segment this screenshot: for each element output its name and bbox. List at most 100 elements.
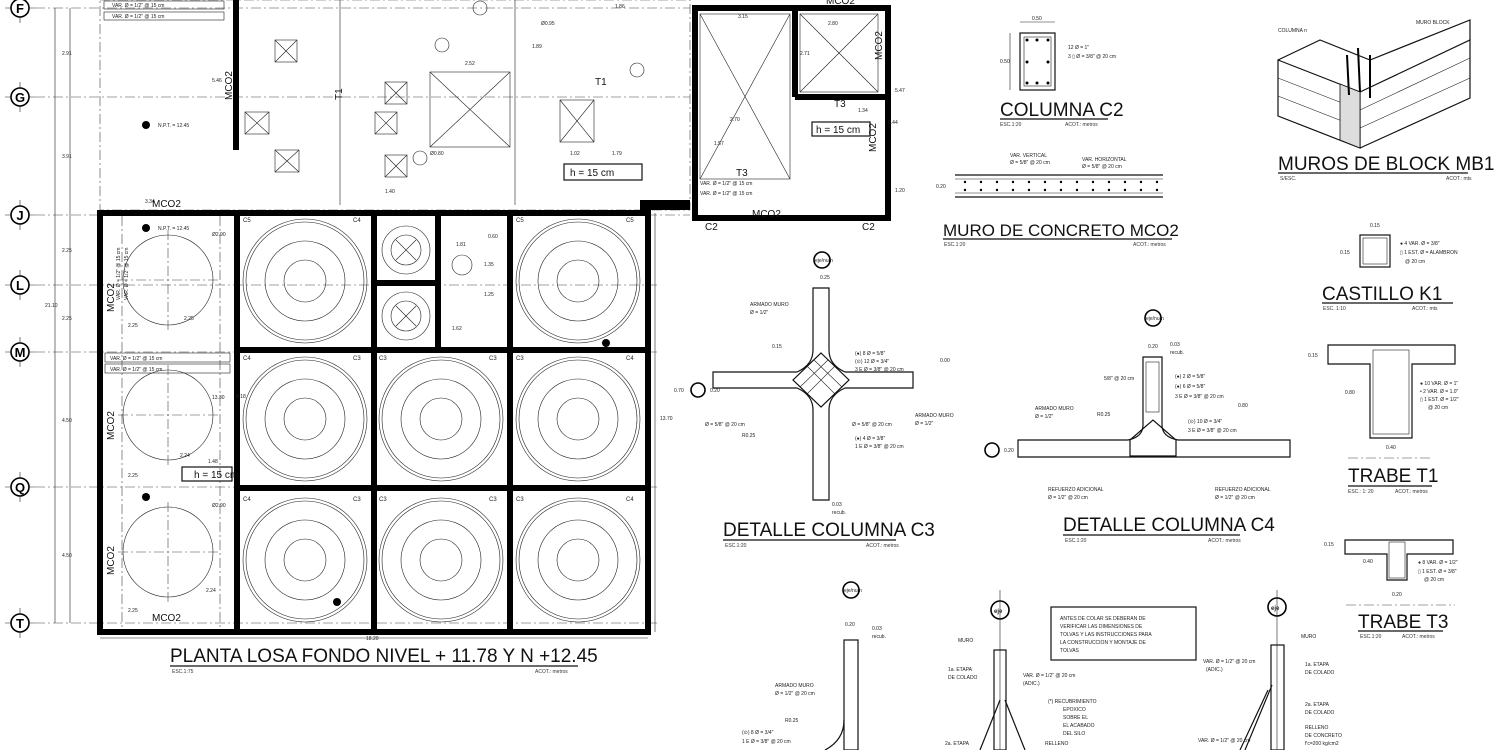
detail-title: DETALLE COLUMNA C4 [1063,515,1275,536]
rebar-dot [1075,188,1079,192]
slab-thickness-label: h = 15 cm [194,470,238,481]
dim-label: 3.34 [145,199,155,205]
plan-scale: ESC.1:75 [172,669,194,675]
rebar-note: @ 20 cm [1424,577,1444,583]
wall-label: MCO2 [224,71,235,100]
rebar-dot [1107,188,1111,192]
rebar-note: 3 ▯ Ø = 3/8" @ 20 cm [1068,54,1116,60]
dim-label: 2.70 [730,117,740,123]
detail-muro-mco2: 0.20 VAR. VERTICAL Ø = 5/8" @ 20 cm VAR.… [936,153,1179,248]
rebar-note: @ 20 cm [1428,405,1448,411]
rebar-dot [1155,180,1159,184]
column-label: C4 [626,356,634,362]
rebar-dot [1046,60,1050,64]
rebar-dot [1035,81,1039,85]
note: (●) 2 Ø = 5/8" [1175,374,1205,380]
dim-label: Ø0.80 [430,151,444,157]
dim-label: 0.20 [845,622,855,628]
wall-label: MCO2 [152,199,181,210]
opening-circle [451,254,473,276]
detail-trabe-t3: 0.15 0.40 0.20 ● 8 VAR. Ø = 1/2" ▯ 1 EST… [1324,539,1458,640]
silo-outer-circle [515,218,641,344]
dim-label: 0.60 [488,234,498,240]
rebar-note: ● 4 VAR. Ø = 3/8" [1400,241,1440,247]
detail-scale: ESC.: 1: 20 [1348,489,1374,495]
rebar-dot [1046,81,1050,85]
note: 1 E Ø = 3/8" @ 20 cm [742,739,791,745]
wall-label: MCO2 [106,411,117,440]
detail-title: CASTILLO K1 [1322,284,1442,305]
dim-g-j: 3.91 [62,154,72,160]
column-label: C4 [243,356,251,362]
rebar-label: VAR. VERTICAL [1010,153,1047,159]
dim-label: 1.34 [858,108,868,114]
silo-inner-circle [264,519,346,601]
dim-height: 0.50 [1000,59,1010,65]
beam-t1-label: T1 [334,88,345,100]
note: 1a. ETAPA [948,667,973,673]
dim-label: 0.15 [772,344,782,350]
silo-inner-circle [537,519,619,601]
grid-axis-label: T [16,616,24,631]
detail-title: TRABE T1 [1348,466,1438,487]
axis-label: eje/num [815,258,833,264]
detail-title: TRABE T3 [1358,612,1448,633]
hopper-circle [381,225,431,275]
rebar-dot [995,188,999,192]
rebar-dot [1139,188,1143,192]
dim-m-q: 4.50 [62,418,72,424]
column-label: C3 [489,497,497,503]
rebar-spec: Ø = 5/8" @ 20 cm [1010,160,1050,166]
note: (⊙) 12 Ø = 3/4" [855,359,889,365]
vertical-dimensions: 2.91 3.91 2.25 2.25 4.50 4.50 21.10 [45,8,72,623]
note: Ø = 5/8" @ 20 cm [705,422,745,428]
dim-l-m: 2.25 [62,316,72,322]
note-line: ANTES DE COLAR SE DEBERAN DE [1060,616,1146,622]
detail-units: ACOT.: mts [1412,306,1438,312]
rebar-dot [995,180,999,184]
silo-outlet-circle [283,538,327,582]
silo-outlet-circle [556,397,600,441]
grid-axis-label: G [15,90,25,105]
dim-label: 2.25 [184,316,194,322]
grid-axis-bubble [10,477,30,497]
column-label: C3 [379,497,387,503]
rebar-dot [1035,38,1039,42]
silo-outer-circle [242,497,368,623]
grid-axis-bubble [10,0,30,18]
note: MURO [1301,634,1316,640]
silo-outlet-circle [556,538,600,582]
dim-label: 2.24 [180,453,190,459]
note: DEL SILO [1063,731,1085,737]
note-line: TOLVAS [1060,648,1080,654]
dim-label: 0.44 [888,120,898,126]
wall-label: MCO2 [868,123,879,152]
rebar-note: VAR. Ø = 1/2" @ 15 cm [112,14,164,20]
rebar-dot [979,180,983,184]
note: EPOXICO [1063,707,1086,713]
dim-label: 2.25 [128,473,138,479]
rebar-dot [1011,180,1015,184]
dim-label: 2.25 [128,608,138,614]
rebar-label: VAR. HORIZONTAL [1082,157,1127,163]
rebar-dot [1155,188,1159,192]
note: DE CONCRETO [1305,733,1342,739]
column-label: C3 [379,356,387,362]
note: (⊙) 8 Ø = 3/4" [742,730,774,736]
note: 3 E Ø = 3/8" @ 20 cm [1188,428,1237,434]
rebar-dot [963,180,967,184]
dim-label: 0.18 [236,394,246,400]
plan-upper-right-room: h = 15 cm MCO2 MCO2 MCO2 MCO2 T3 T3 C2 C… [692,0,905,233]
column-label: C5 [243,218,251,224]
column-label: C4 [626,497,634,503]
note: (●) 4 Ø = 3/8" [855,436,885,442]
level-marker-icon [142,493,150,501]
level-marker-icon [602,339,610,347]
dim-label: recub. [1170,350,1184,356]
note: Ø = 1/2" [750,310,769,316]
note-line: TOLVAS Y LAS INSTRUCCIONES PARA [1060,632,1152,638]
dim-height: 0.40 [1363,559,1373,565]
dim-inner: 13.30 [212,395,225,401]
rebar-dot [1059,188,1063,192]
note: ARMADO MURO [915,413,954,419]
